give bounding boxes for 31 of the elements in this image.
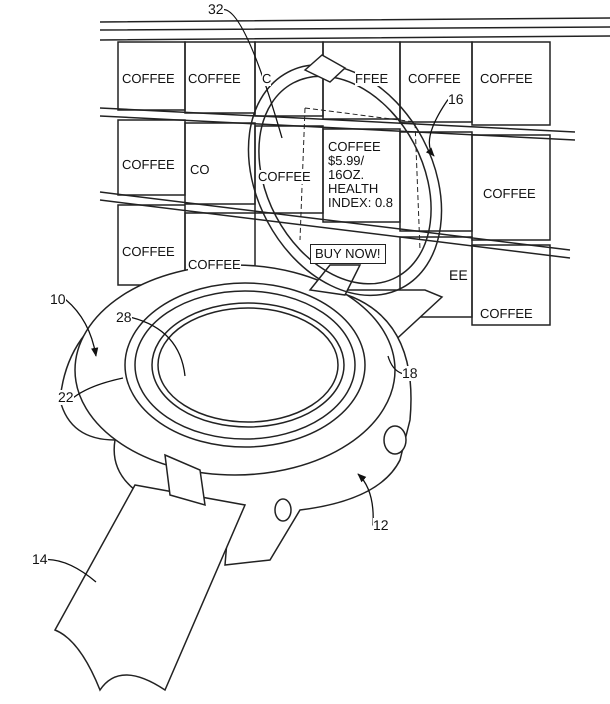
leader-line bbox=[131, 316, 186, 376]
callout-number: 16 bbox=[448, 92, 464, 107]
package-label: C bbox=[262, 72, 272, 86]
package-label: FFEE bbox=[355, 72, 388, 86]
leader-line bbox=[357, 473, 374, 526]
leader-line bbox=[73, 377, 124, 398]
package-label: COFFEE bbox=[122, 72, 175, 86]
callout-number: 32 bbox=[208, 2, 224, 17]
callout-number: 10 bbox=[50, 292, 66, 307]
package-label: COFFEE bbox=[480, 72, 533, 86]
package-label: COFFEE bbox=[483, 187, 536, 201]
package-label: EE bbox=[449, 268, 468, 282]
package-label: COFFEE bbox=[188, 258, 241, 272]
leader-line bbox=[387, 356, 402, 374]
package-label: CO bbox=[190, 163, 210, 177]
callout-number: 12 bbox=[373, 518, 389, 533]
callout-number: 22 bbox=[58, 390, 74, 405]
leader-line bbox=[426, 99, 449, 157]
buy-button: BUY NOW! bbox=[310, 244, 386, 264]
package-label: COFFEE bbox=[408, 72, 461, 86]
callout-number: 28 bbox=[116, 310, 132, 325]
leader-line bbox=[65, 299, 98, 357]
leader-line bbox=[223, 8, 283, 138]
package-label: COFFEE bbox=[122, 158, 175, 172]
package-label: COFFEE bbox=[122, 245, 175, 259]
package-label: COFFEE bbox=[188, 72, 241, 86]
leader-line bbox=[48, 558, 96, 582]
callout-number: 14 bbox=[32, 552, 48, 567]
package-label: COFFEE bbox=[258, 170, 311, 184]
package-label: COFFEE bbox=[480, 307, 533, 321]
callout-number: 18 bbox=[402, 366, 418, 381]
